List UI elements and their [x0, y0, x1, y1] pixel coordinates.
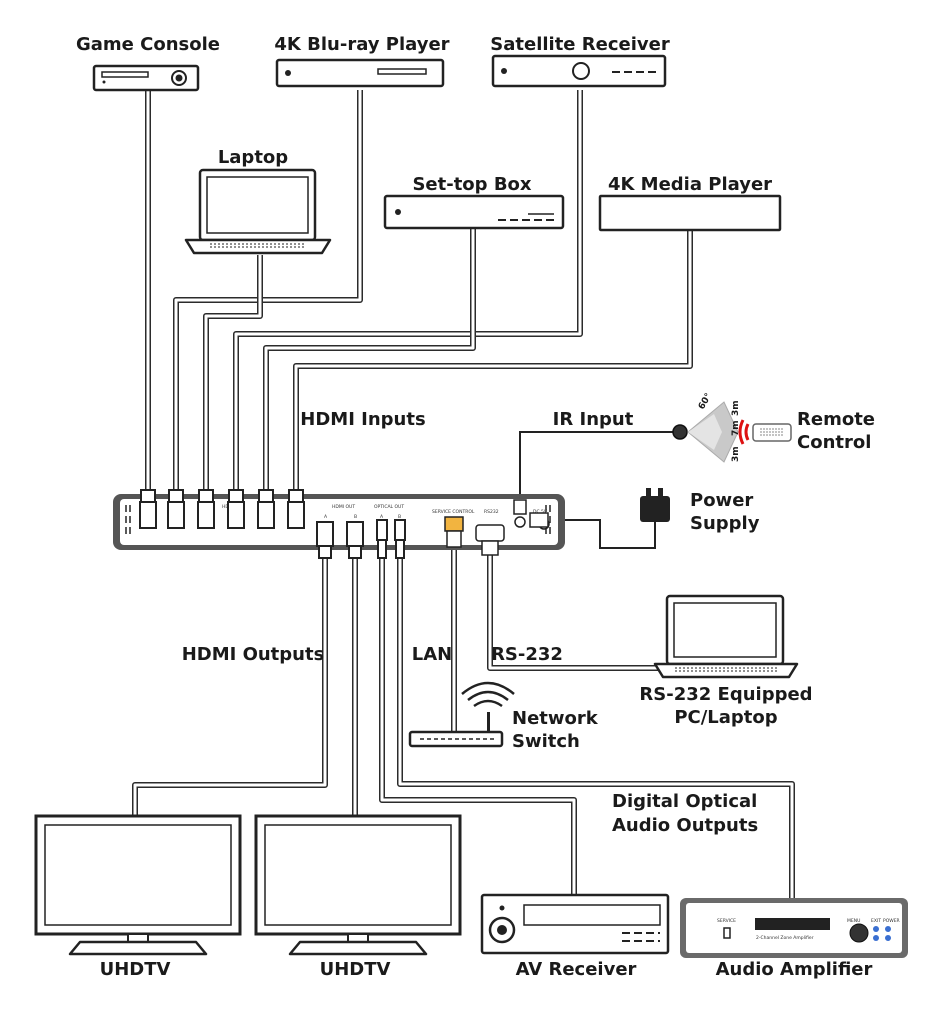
bluray-device [275, 58, 445, 88]
game-console-label: Game Console [76, 34, 220, 55]
satellite-label: Satellite Receiver [490, 34, 670, 55]
ir-range-mid: 7m [731, 420, 741, 436]
lan-label: LAN [412, 644, 452, 665]
lan-connector [444, 516, 464, 548]
ir-connector [513, 499, 527, 528]
settop-label: Set-top Box [412, 174, 531, 195]
hdmi-out-port-b: B [354, 514, 357, 520]
ir-angle-label: 60° [697, 392, 714, 412]
hdmi-output-connectors [316, 521, 364, 559]
rs232-laptop-device [653, 594, 799, 679]
audio-amplifier-device [680, 898, 908, 958]
settop-device [383, 194, 565, 230]
hdmi-out-panel-label: HDMI OUT [332, 504, 355, 510]
service-control-panel-label: SERVICE CONTROL [432, 509, 475, 515]
ir-signal-icon [738, 419, 750, 445]
optical-output-connectors [376, 519, 406, 559]
hdmi-out-a-cable [132, 555, 328, 820]
rs232-pc-label-2: PC/Laptop [674, 707, 777, 728]
bluray-label: 4K Blu-ray Player [274, 34, 449, 55]
rs232-connector [475, 524, 505, 556]
amp-name-label: 2-Channel Zone Amplifier [756, 935, 814, 941]
amp-exit-label: EXIT [871, 918, 881, 924]
rs232-pc-label-1: RS-232 Equipped [639, 684, 812, 705]
amp-menu-label: MENU [847, 918, 860, 924]
amplifier-label: Audio Amplifier [716, 959, 873, 980]
ir-range-top: 3m [731, 400, 741, 416]
optical-out-panel-label: OPTICAL OUT [374, 504, 404, 510]
laptop-device [184, 168, 332, 255]
rs232-label: RS-232 [491, 644, 563, 665]
dc-panel-label: DC 5V [533, 509, 548, 515]
tv1-label: UHDTV [100, 959, 171, 980]
amp-service-label: SERVICE [717, 918, 736, 924]
satellite-device [491, 54, 667, 88]
power-connector [529, 512, 549, 528]
ir-input-label: IR Input [553, 409, 634, 430]
hdmi-out-port-a: A [324, 514, 328, 520]
cables [132, 90, 795, 902]
optical-port-b: B [398, 514, 401, 520]
remote-label-2: Control [797, 432, 871, 453]
ir-range-bottom: 3m [731, 446, 741, 462]
av-receiver-label: AV Receiver [516, 959, 637, 980]
rs232-panel-label: RS232 [484, 509, 499, 515]
ir-receiver-icon [672, 401, 739, 463]
av-receiver-device [480, 893, 670, 955]
remote-control-icon [752, 423, 792, 442]
wifi-signal-icon [461, 681, 515, 708]
hdmi-input-connectors [139, 489, 305, 529]
hdmi-inputs-label: HDMI Inputs [300, 409, 425, 430]
tv2-label: UHDTV [320, 959, 391, 980]
laptop-label: Laptop [218, 147, 288, 168]
remote-label-1: Remote [797, 409, 875, 430]
ir-cable [519, 431, 680, 500]
power-cable [548, 519, 656, 549]
power-label-1: Power [690, 490, 753, 511]
amp-power-label: POWER [883, 918, 900, 924]
optical-label-1: Digital Optical [612, 791, 757, 812]
power-adapter-icon [640, 488, 670, 522]
hdmi-outputs-label: HDMI Outputs [182, 644, 325, 665]
network-switch-device [408, 712, 504, 748]
network-label-1: Network [512, 708, 599, 729]
optical-label-2: Audio Outputs [612, 815, 758, 836]
power-label-2: Supply [690, 513, 760, 534]
media-player-label: 4K Media Player [608, 174, 772, 195]
media-player-device [598, 194, 782, 232]
tv1-device [34, 814, 242, 956]
tv2-device [254, 814, 462, 956]
network-label-2: Switch [512, 731, 580, 752]
game-console-device [92, 64, 200, 92]
optical-port-a: A [380, 514, 384, 520]
